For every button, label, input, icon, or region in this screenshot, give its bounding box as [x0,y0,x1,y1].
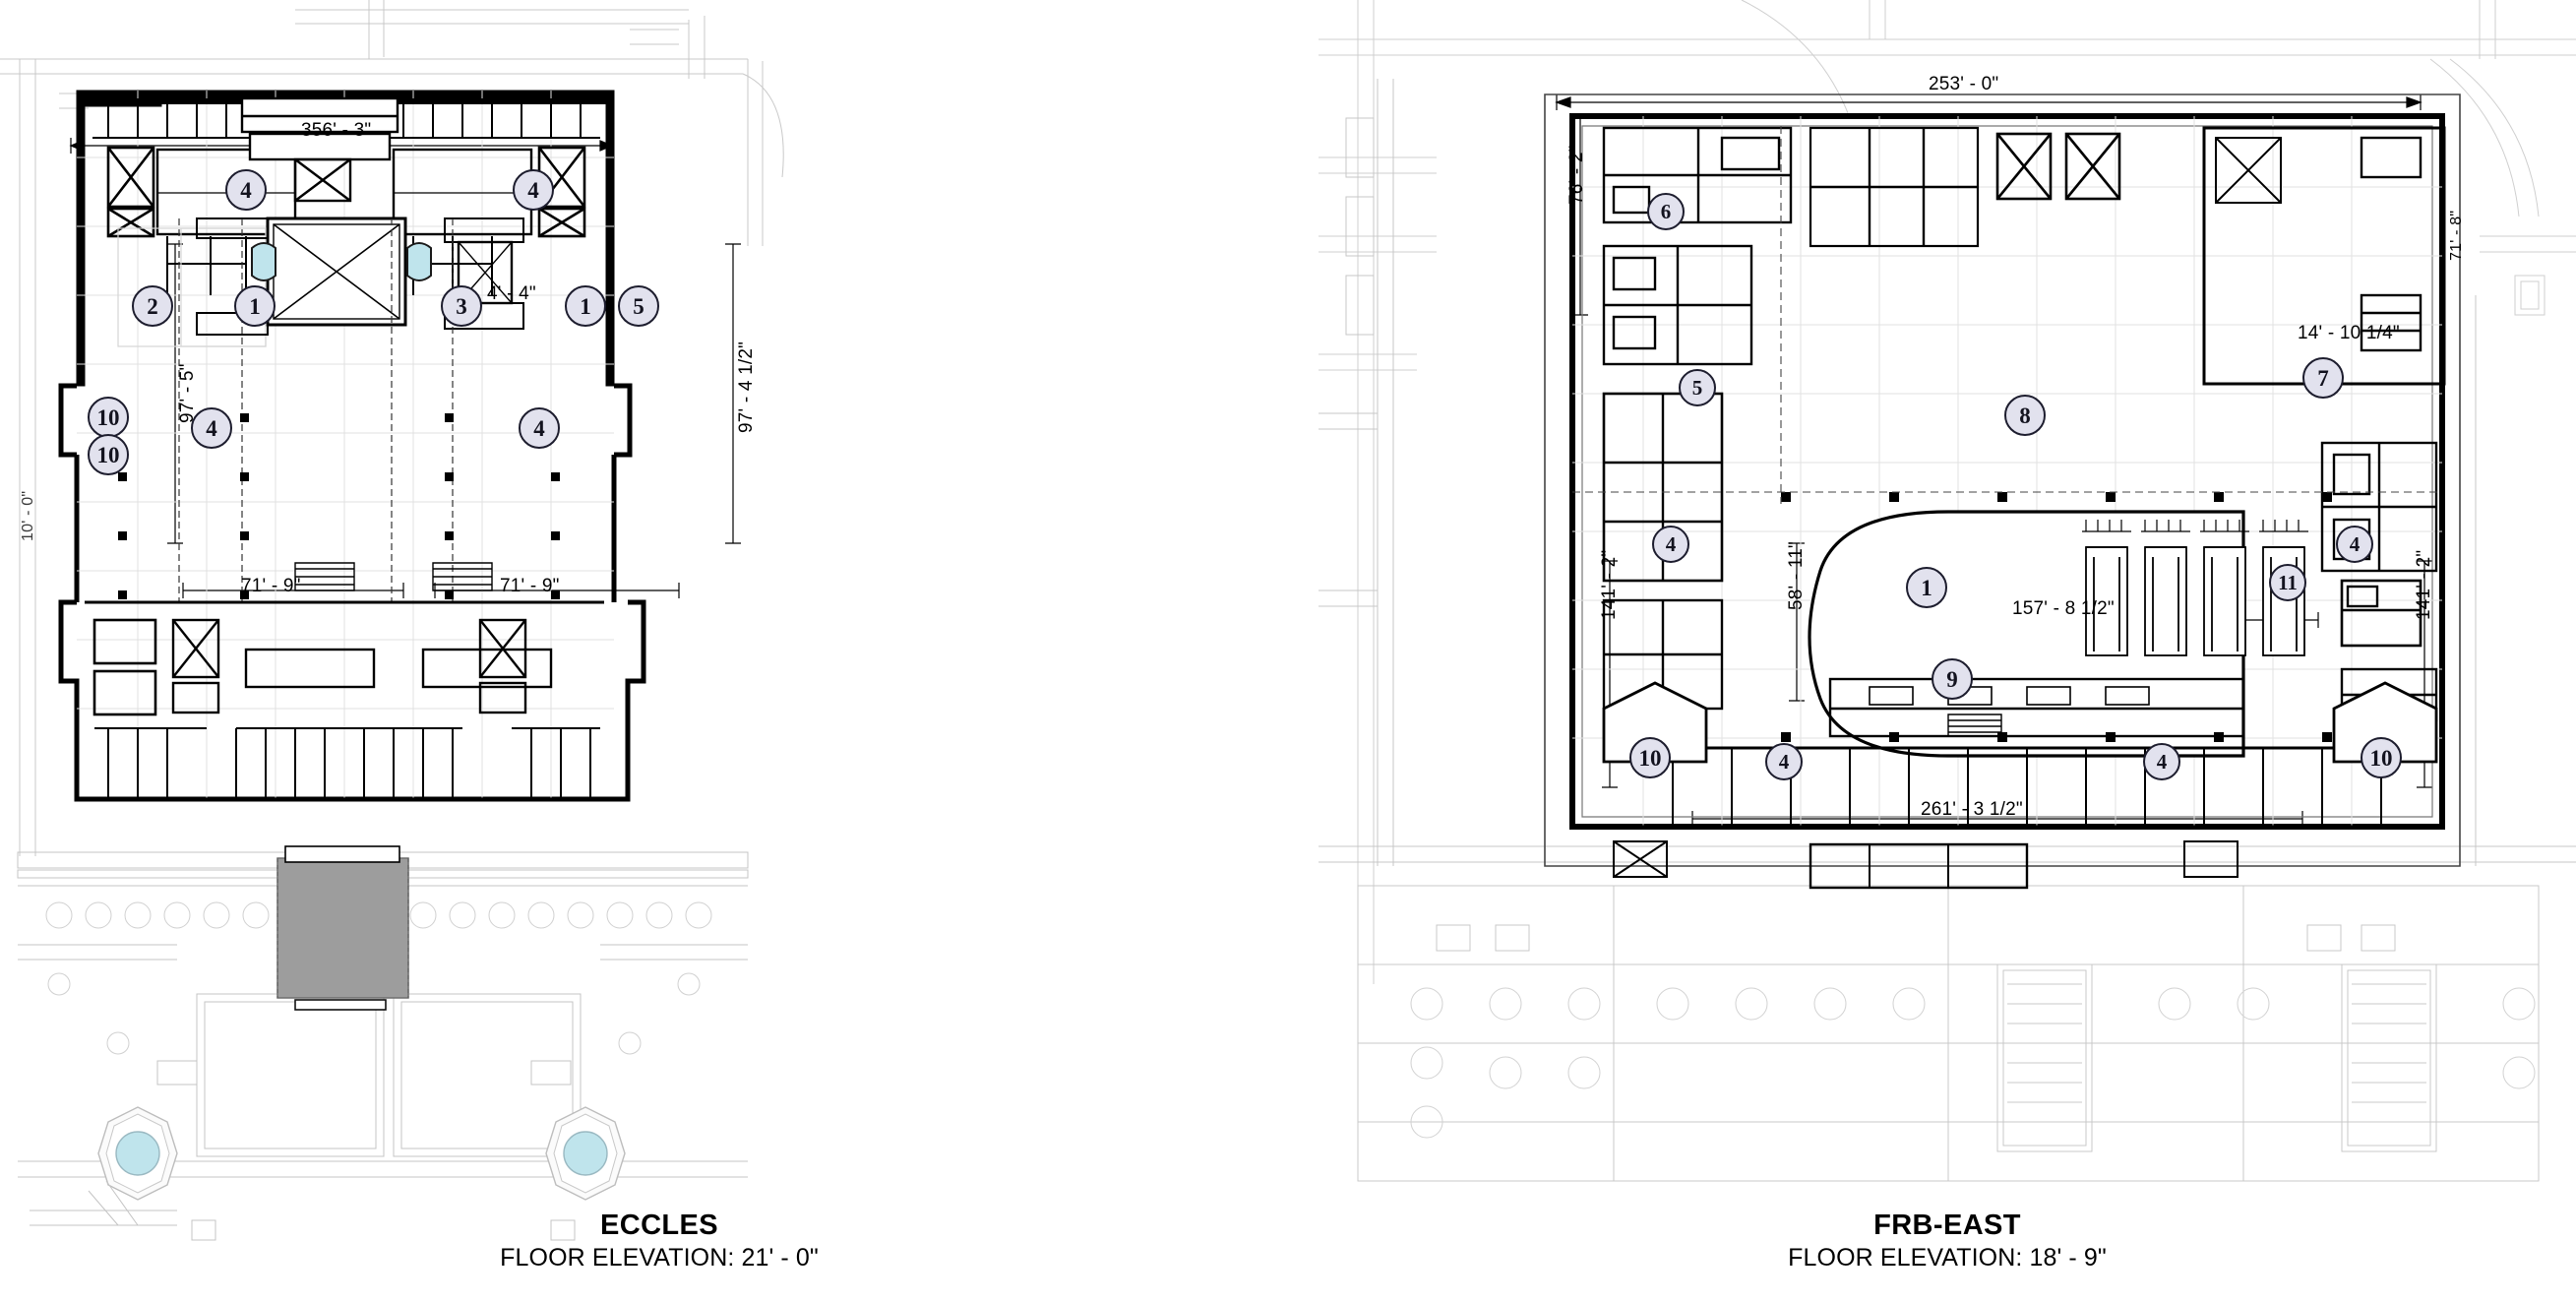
frb-room-marker-se-10[interactable]: 10 [2361,737,2402,778]
south-entrance-slab [276,857,409,999]
dim-west-court-width: 71' - 9" [241,576,301,596]
dim-overall-width: 356' - 3" [301,120,372,141]
frb-elevation: FLOOR ELEVATION: 18' - 9" [1788,1244,2107,1272]
frb-east-zone [2320,441,2438,722]
frb-dim-ne-edge: 71' - 8" [2448,210,2465,261]
south-wing-rooms [85,562,604,801]
site-paths-eccles [30,1060,576,1241]
dim-east-wing-depth: 97' - 4 1/2" [736,341,757,433]
dim-atrium-offset: 4' - 4" [487,283,536,304]
room-marker-east-1[interactable]: 1 [565,285,606,327]
frb-room-marker-court-1[interactable]: 1 [1906,567,1947,608]
frb-dim-east-depth: 141' - 2" [2414,549,2434,620]
room-marker-center-3[interactable]: 3 [441,285,482,327]
frb-title-block: FRB-EAST FLOOR ELEVATION: 18' - 9" [1319,1209,2576,1273]
room-marker-sw-10-b[interactable]: 10 [88,434,129,475]
frb-room-marker-6[interactable]: 6 [1647,193,1685,230]
frb-room-marker-south-4a[interactable]: 4 [1765,743,1803,780]
frb-south-zone [1602,677,2438,829]
frb-dim-north-depth: 76' - 2" [1566,145,1587,205]
floor-plan-frb-east: 253' - 0" 76' - 2" 141' - 2" 141' - 2" 5… [1319,0,2576,1303]
room-marker-sw-4[interactable]: 4 [191,407,232,449]
site-fountain-east [545,1106,626,1201]
dim-east-court-width: 71' - 9" [500,576,560,596]
frb-linework [1319,0,2576,1182]
eccles-drawing-canvas [0,0,784,1241]
frb-dim-court-width: 157' - 8 1/2" [2012,598,2115,619]
floor-plan-eccles: 356' - 3" 97' - 5" 97' - 4 1/2" 71' - 9"… [0,0,1319,1273]
frb-title: FRB-EAST [1873,1210,2021,1241]
frb-dim-west-depth: 141' - 2" [1599,549,1620,620]
frb-room-marker-7[interactable]: 7 [2302,357,2344,399]
room-marker-ne-4[interactable]: 4 [513,169,554,211]
frb-dim-ne-offset: 14' - 10 1/4" [2298,323,2400,343]
mid-band-eccles [117,217,524,602]
eccles-title-block: ECCLES FLOOR ELEVATION: 21' - 0" [0,1209,1319,1273]
frb-central-court [1808,510,2308,758]
north-wing-rooms [85,96,614,295]
frb-dim-south-overall: 261' - 3 1/2" [1921,799,2023,820]
frb-west-zone [1602,244,1753,711]
room-marker-west-2[interactable]: 2 [132,285,173,327]
frb-room-marker-sw-10[interactable]: 10 [1629,737,1671,778]
frb-room-marker-8[interactable]: 8 [2004,395,2046,436]
site-trees-frb [1410,987,2536,1139]
room-marker-west-1[interactable]: 1 [234,285,276,327]
frb-room-marker-5[interactable]: 5 [1679,369,1716,406]
frb-room-marker-9[interactable]: 9 [1932,658,1973,700]
site-fountain-west [97,1106,178,1201]
columns-frb [1781,492,2332,742]
eccles-elevation: FLOOR ELEVATION: 21' - 0" [500,1244,819,1272]
frb-dim-overall-width: 253' - 0" [1929,74,1999,94]
room-marker-nw-4[interactable]: 4 [225,169,267,211]
room-marker-se-4[interactable]: 4 [519,407,560,449]
site-landscape-frb [1357,885,2540,1182]
dim-west-edge-offset: 10' - 0" [20,490,36,541]
frb-drawing-canvas [1319,0,2576,1303]
frb-room-marker-west-4[interactable]: 4 [1652,526,1689,563]
eccles-linework [0,0,784,1241]
frb-room-marker-11[interactable]: 11 [2269,564,2306,601]
room-marker-east-5[interactable]: 5 [618,285,659,327]
frb-room-marker-east-4[interactable]: 4 [2336,526,2373,563]
columns-eccles [118,413,560,599]
frb-south-extension [1613,840,2239,890]
frb-room-marker-south-4b[interactable]: 4 [2143,743,2180,780]
frb-dim-court-depth: 58' - 11" [1786,541,1807,610]
eccles-title: ECCLES [599,1210,719,1241]
room-marker-sw-10-a[interactable]: 10 [88,397,129,438]
dimension-lines-eccles [69,138,741,598]
